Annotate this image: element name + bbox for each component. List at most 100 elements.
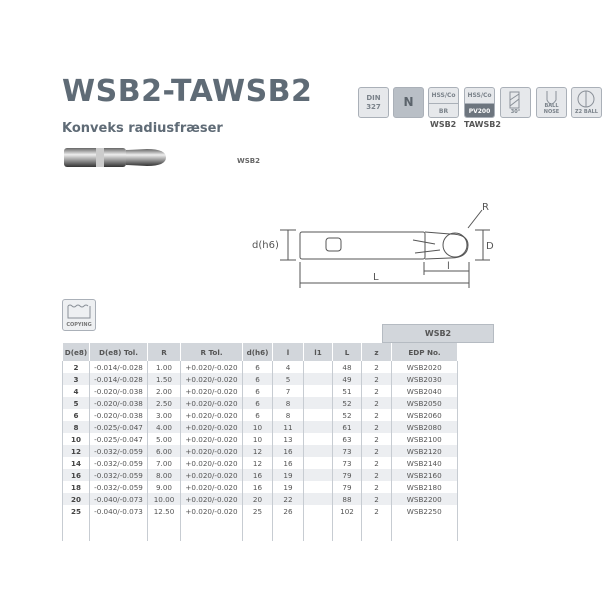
table-cell: +0.020/-0.020 (180, 421, 243, 433)
dim-cutting-diameter: D (486, 241, 494, 252)
table-cell: 8.00 (147, 469, 181, 481)
table-cell: 16 (242, 469, 273, 481)
table-cell: 2 (361, 493, 392, 505)
column-header: d(h6) (242, 343, 273, 361)
table-cell: 3 (62, 373, 90, 385)
helix-30-icon: 30° (500, 87, 531, 118)
table-cell: 7 (272, 385, 304, 397)
table-cell: -0.032/-0.059 (89, 445, 148, 457)
table-cell: 8 (62, 421, 90, 433)
table-cell (180, 517, 243, 541)
table-cell: 4 (272, 361, 304, 373)
table-cell: 16 (272, 457, 304, 469)
table-cell: +0.020/-0.020 (180, 469, 243, 481)
n-type-icon: N (393, 87, 424, 118)
table-cell (303, 409, 333, 421)
technical-drawing: d(h6) D L l R (252, 202, 494, 288)
table-cell: +0.020/-0.020 (180, 373, 243, 385)
table-cell: WSB2250 (391, 505, 458, 517)
table-row-empty (62, 517, 458, 541)
table-cell: 9.00 (147, 481, 181, 493)
dim-flute-length: l (447, 261, 450, 272)
table-cell: 25 (62, 505, 90, 517)
table-cell: 20 (62, 493, 90, 505)
end-mill-photo (64, 148, 166, 167)
table-cell (303, 481, 333, 493)
table-cell: 2 (361, 385, 392, 397)
table-cell: 2 (361, 505, 392, 517)
tool-label: WSB2 (237, 157, 260, 165)
table-cell: 6 (242, 373, 273, 385)
table-cell: 12 (242, 445, 273, 457)
table-cell: -0.040/-0.073 (89, 493, 148, 505)
table-cell: 79 (332, 481, 362, 493)
table-cell: +0.020/-0.020 (180, 433, 243, 445)
table-cell: 5 (272, 373, 304, 385)
table-cell (303, 493, 333, 505)
table-cell: 2 (361, 397, 392, 409)
table-cell: -0.020/-0.038 (89, 397, 148, 409)
table-cell: 12.50 (147, 505, 181, 517)
table-cell: -0.032/-0.059 (89, 457, 148, 469)
table-cell: +0.020/-0.020 (180, 481, 243, 493)
column-header: R (147, 343, 181, 361)
table-cell: WSB2080 (391, 421, 458, 433)
dim-shank-diameter: d(h6) (252, 240, 279, 251)
table-cell: 2 (361, 469, 392, 481)
column-header: R Tol. (180, 343, 243, 361)
table-cell: +0.020/-0.020 (180, 409, 243, 421)
table-cell: +0.020/-0.020 (180, 385, 243, 397)
table-cell: -0.020/-0.038 (89, 385, 148, 397)
column-header: D(e8) Tol. (89, 343, 148, 361)
table-cell: WSB2050 (391, 397, 458, 409)
table-cell: 10 (242, 421, 273, 433)
column-header: l1 (303, 343, 333, 361)
table-cell (391, 517, 458, 541)
table-cell (62, 517, 90, 541)
table-cell (303, 505, 333, 517)
table-cell: 2 (361, 373, 392, 385)
table-cell: 22 (272, 493, 304, 505)
table-cell: 79 (332, 469, 362, 481)
table-cell: -0.025/-0.047 (89, 433, 148, 445)
table-cell: 13 (272, 433, 304, 445)
table-cell: WSB2100 (391, 433, 458, 445)
table-cell: WSB2160 (391, 469, 458, 481)
table-cell: 10 (62, 433, 90, 445)
table-cell: 2 (62, 361, 90, 373)
table-cell: 25 (242, 505, 273, 517)
table-cell: 12 (62, 445, 90, 457)
table-cell (303, 373, 333, 385)
table-cell: 6 (242, 397, 273, 409)
table-cell: 12 (242, 457, 273, 469)
dim-radius: R (482, 202, 489, 213)
table-cell: 10.00 (147, 493, 181, 505)
table-cell: 61 (332, 421, 362, 433)
table-cell (147, 517, 181, 541)
table-cell: +0.020/-0.020 (180, 361, 243, 373)
table-cell: 4.00 (147, 421, 181, 433)
table-cell: 14 (62, 457, 90, 469)
table-cell: 1.00 (147, 361, 181, 373)
column-header: l (272, 343, 304, 361)
grade-label-tawsb2: TAWSB2 (464, 120, 501, 129)
table-cell: +0.020/-0.020 (180, 397, 243, 409)
table-cell: 20 (242, 493, 273, 505)
table-cell: 26 (272, 505, 304, 517)
table-cell (89, 517, 148, 541)
table-cell (332, 517, 362, 541)
table-cell (303, 433, 333, 445)
table-cell: 2 (361, 409, 392, 421)
table-cell: WSB2040 (391, 385, 458, 397)
table-cell: -0.040/-0.073 (89, 505, 148, 517)
table-cell (303, 445, 333, 457)
table-cell: 6.00 (147, 445, 181, 457)
